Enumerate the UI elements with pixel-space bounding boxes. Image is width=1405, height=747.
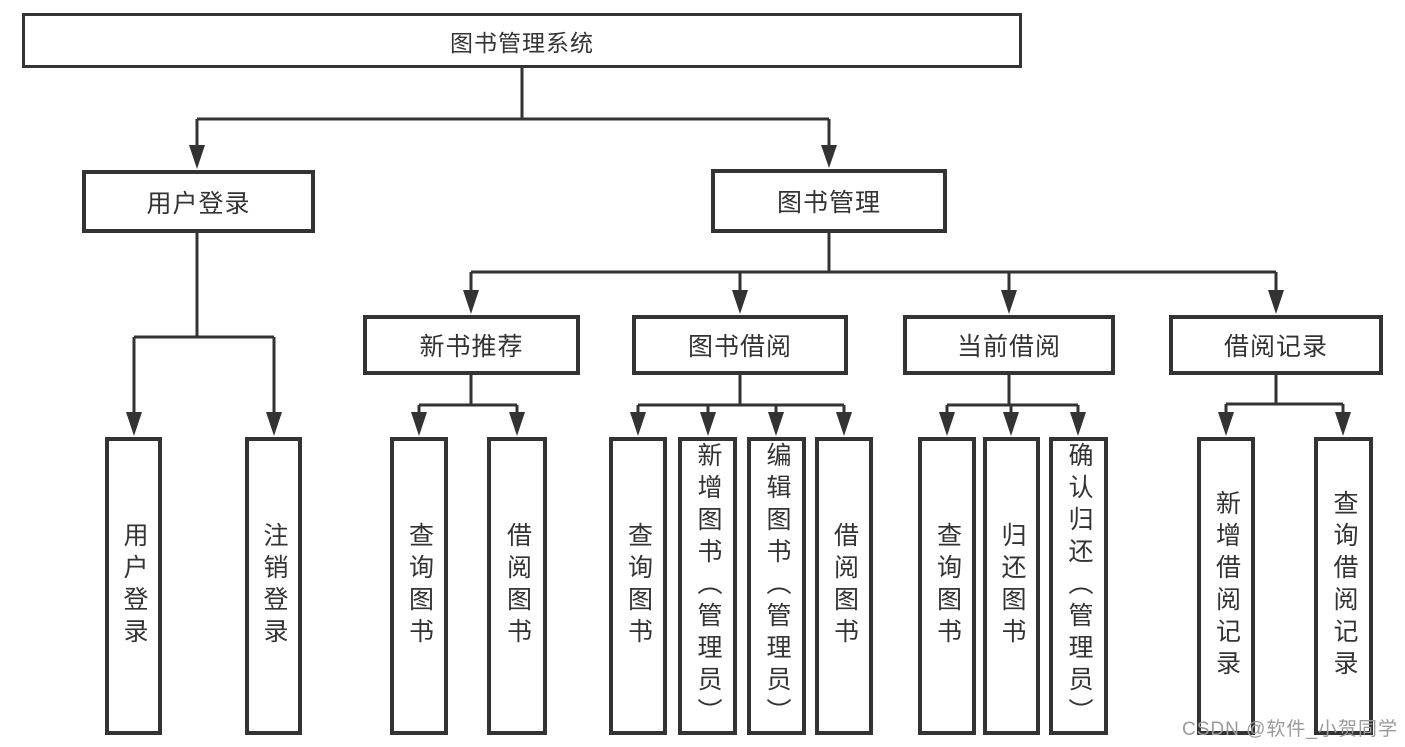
leaf-newbooks-borrow-books: 借阅图书 bbox=[487, 437, 547, 735]
leaf-newbooks-borrow-books-label: 借阅图书 bbox=[503, 522, 532, 650]
leaf-newbooks-query-books-label: 查询图书 bbox=[405, 522, 434, 650]
connector-newbooks-to-leaves bbox=[411, 375, 525, 436]
node-user-login-label: 用户登录 bbox=[146, 189, 251, 218]
leaf-current-query-books: 查询图书 bbox=[918, 437, 976, 735]
node-root-label: 图书管理系统 bbox=[450, 29, 594, 56]
leaf-edit-books-admin-label: 编辑图书（管理员） bbox=[763, 442, 791, 730]
leaf-confirm-return-admin: 确认归还（管理员） bbox=[1049, 437, 1108, 735]
leaf-query-borrow-record: 查询借阅记录 bbox=[1314, 437, 1373, 735]
node-new-book-recommend-label: 新书推荐 bbox=[419, 333, 524, 361]
csdn-watermark: CSDN @软件_小贺同学 bbox=[1182, 719, 1398, 740]
leaf-query-borrow-record-label: 查询借阅记录 bbox=[1330, 490, 1358, 682]
leaf-add-borrow-record: 新增借阅记录 bbox=[1197, 437, 1255, 735]
leaf-confirm-return-admin-label: 确认归还（管理员） bbox=[1065, 442, 1093, 730]
node-new-book-recommend: 新书推荐 bbox=[363, 315, 580, 375]
connector-bookborrow-to-leaves bbox=[630, 375, 852, 436]
leaf-user-login: 用户登录 bbox=[105, 437, 162, 735]
connector-borrowrecords-to-leaves bbox=[1218, 375, 1351, 436]
leaf-add-books-admin-label: 新增图书（管理员） bbox=[694, 442, 722, 730]
node-user-login: 用户登录 bbox=[82, 170, 315, 233]
connector-bookmgmt-to-level3 bbox=[463, 233, 1284, 314]
node-book-borrow-label: 图书借阅 bbox=[687, 333, 792, 361]
leaf-return-books: 归还图书 bbox=[983, 437, 1040, 735]
node-borrow-records: 借阅记录 bbox=[1169, 315, 1383, 375]
leaf-current-query-books-label: 查询图书 bbox=[933, 522, 962, 650]
connector-root-to-level2 bbox=[189, 68, 837, 169]
leaf-logout-label: 注销登录 bbox=[260, 522, 288, 650]
leaf-borrow-query-books-label: 查询图书 bbox=[624, 522, 653, 650]
connector-userlogin-to-leaves bbox=[126, 233, 282, 436]
node-current-borrow: 当前借阅 bbox=[903, 315, 1115, 375]
leaf-logout: 注销登录 bbox=[245, 437, 302, 735]
leaf-add-books-admin: 新增图书（管理员） bbox=[678, 437, 737, 735]
leaf-return-books-label: 归还图书 bbox=[998, 522, 1026, 650]
leaf-borrow-books-label: 借阅图书 bbox=[830, 522, 859, 650]
node-book-borrow: 图书借阅 bbox=[632, 315, 848, 375]
node-book-management: 图书管理 bbox=[711, 169, 947, 233]
node-book-management-label: 图书管理 bbox=[776, 189, 881, 217]
node-current-borrow-label: 当前借阅 bbox=[956, 333, 1061, 361]
leaf-user-login-label: 用户登录 bbox=[120, 522, 148, 650]
leaf-borrow-query-books: 查询图书 bbox=[609, 437, 667, 735]
node-borrow-records-label: 借阅记录 bbox=[1223, 333, 1328, 361]
connector-currentborrow-to-leaves bbox=[939, 375, 1086, 436]
leaf-add-borrow-record-label: 新增借阅记录 bbox=[1212, 490, 1241, 682]
leaf-newbooks-query-books: 查询图书 bbox=[390, 437, 448, 735]
leaf-edit-books-admin: 编辑图书（管理员） bbox=[747, 437, 806, 735]
leaf-borrow-books: 借阅图书 bbox=[815, 437, 873, 735]
node-root: 图书管理系统 bbox=[22, 13, 1022, 68]
